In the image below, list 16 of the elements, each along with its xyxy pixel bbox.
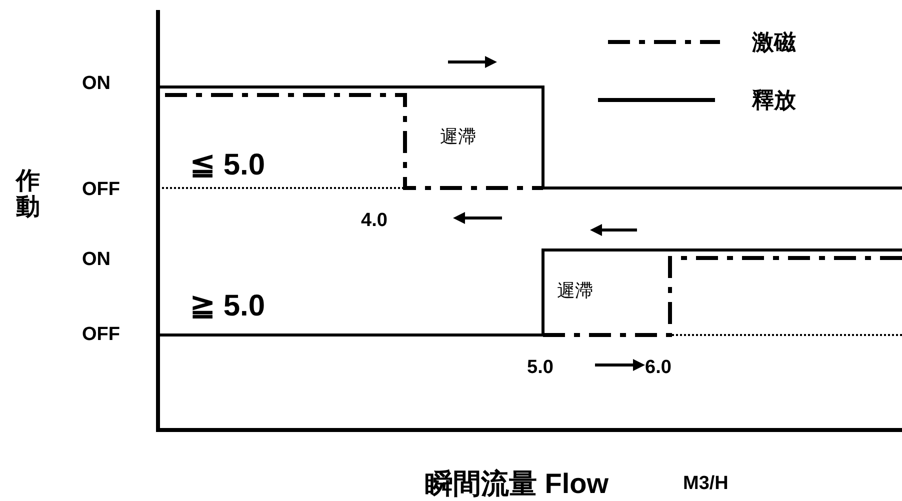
value-label: 5.0 xyxy=(527,356,554,380)
state-label: OFF xyxy=(82,322,120,347)
unit-label: M3/H xyxy=(683,472,728,496)
hysteresis-label: 遲滯 xyxy=(557,280,593,302)
hysteresis-label: 遲滯 xyxy=(440,126,476,148)
axis-title: 瞬間流量 Flow xyxy=(425,467,609,501)
threshold-label: ≧ 5.0 xyxy=(190,288,266,324)
state-label: OFF xyxy=(82,178,120,202)
state-label: ON xyxy=(82,72,110,96)
value-label: 4.0 xyxy=(361,208,388,233)
axis-title: 作動 xyxy=(16,168,40,222)
state-label: ON xyxy=(82,248,110,272)
threshold-label: ≦ 5.0 xyxy=(190,148,266,184)
legend-label: 釋放 xyxy=(752,86,796,114)
value-label: 6.0 xyxy=(645,356,672,380)
legend-label: 激磁 xyxy=(752,28,796,56)
